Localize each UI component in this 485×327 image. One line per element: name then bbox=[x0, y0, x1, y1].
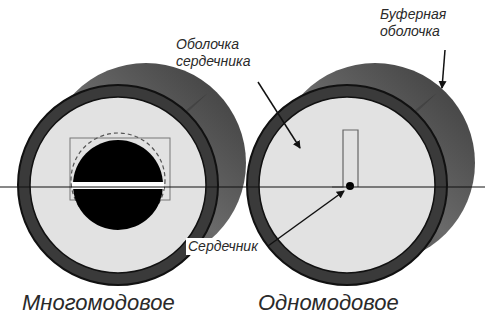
mode-caption: Одномодовое bbox=[258, 290, 399, 316]
leader-line bbox=[268, 191, 344, 246]
leader-line bbox=[442, 50, 445, 88]
mode-caption: Многомодовое bbox=[22, 290, 175, 316]
core-label: Сердечник bbox=[186, 238, 260, 255]
singlemode-fiber bbox=[247, 63, 475, 285]
cladding-label: Оболочка сердечника bbox=[176, 36, 272, 70]
buffer-label: Буферная оболочка bbox=[380, 6, 480, 40]
leader-line bbox=[258, 82, 300, 148]
axis-line bbox=[0, 187, 485, 188]
